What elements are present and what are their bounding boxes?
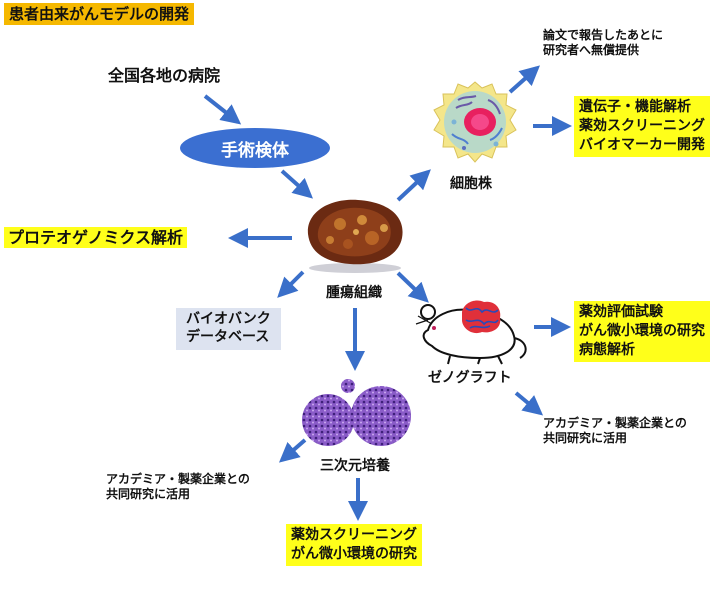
tumor-tissue-label: 腫瘍組織	[326, 285, 382, 301]
cell-line-share-line-2: 研究者へ無償提供	[543, 43, 640, 58]
tumor-tissue-image	[307, 199, 403, 273]
culture-use-2: がん微小環境の研究	[291, 545, 417, 562]
xenograft-uses-box: 薬効評価試験 がん微小環境の研究 病態解析	[574, 301, 710, 362]
arrow-surgery-to-tumor	[280, 169, 313, 199]
surgery-specimen-oval: 手術検体	[180, 128, 330, 168]
3d-culture-label: 三次元培養	[320, 458, 390, 474]
xenograft-use-3: 病態解析	[579, 341, 635, 358]
arrow-culture-to-collab	[278, 438, 307, 463]
arrow-tumor-to-xenograft	[396, 271, 429, 303]
3d-culture-image	[302, 379, 411, 446]
xenograft-collab-line-2: 共同研究に活用	[543, 431, 628, 446]
culture-collab-note: アカデミア・製薬企業との 共同研究に活用	[106, 472, 250, 503]
cell-line-share-line-1: 論文で報告したあとに	[543, 28, 664, 42]
arrow-hospitals-to-surgery	[203, 94, 242, 125]
biobank-line-1: バイオバンク	[186, 311, 271, 327]
xenograft-collab-line-1: アカデミア・製薬企業との	[543, 416, 687, 430]
culture-uses-box: 薬効スクリーニング がん微小環境の研究	[286, 524, 422, 566]
xenograft-use-2: がん微小環境の研究	[579, 322, 705, 339]
arrow-xenograft-to-collab	[514, 391, 544, 416]
arrow-cellline-to-share	[508, 65, 540, 94]
cell-line-share-note: 論文で報告したあとに 研究者へ無償提供	[543, 28, 663, 59]
cell-line-use-1: 遺伝子・機能解析	[579, 99, 691, 115]
cell-line-image	[433, 81, 517, 163]
xenograft-use-1: 薬効評価試験	[579, 304, 663, 320]
diagram-title: 患者由来がんモデルの開発	[4, 3, 195, 25]
cell-line-use-3: バイオマーカー開発	[579, 136, 705, 153]
xenograft-label: ゼノグラフト	[428, 370, 512, 386]
culture-use-1: 薬効スクリーニング	[291, 527, 417, 543]
cell-line-label: 細胞株	[450, 176, 492, 192]
cell-line-uses-box: 遺伝子・機能解析 薬効スクリーニング バイオマーカー開発	[574, 96, 710, 157]
proteogenomics-label: プロテオゲノミクス解析	[4, 227, 188, 248]
arrow-tumor-to-biobank	[277, 270, 305, 298]
surgery-specimen-label: 手術検体	[221, 140, 289, 161]
culture-collab-line-1: アカデミア・製薬企業との	[106, 472, 250, 486]
biobank-box: バイオバンク データベース	[176, 308, 281, 350]
culture-collab-line-2: 共同研究に活用	[106, 487, 191, 502]
hospitals-label: 全国各地の病院	[108, 66, 221, 85]
cell-line-use-2: 薬効スクリーニング	[579, 117, 705, 134]
xenograft-mouse-image	[415, 300, 527, 365]
arrow-tumor-to-cellline	[396, 169, 431, 202]
xenograft-collab-note: アカデミア・製薬企業との 共同研究に活用	[543, 416, 687, 447]
biobank-line-2: データベース	[186, 328, 270, 345]
